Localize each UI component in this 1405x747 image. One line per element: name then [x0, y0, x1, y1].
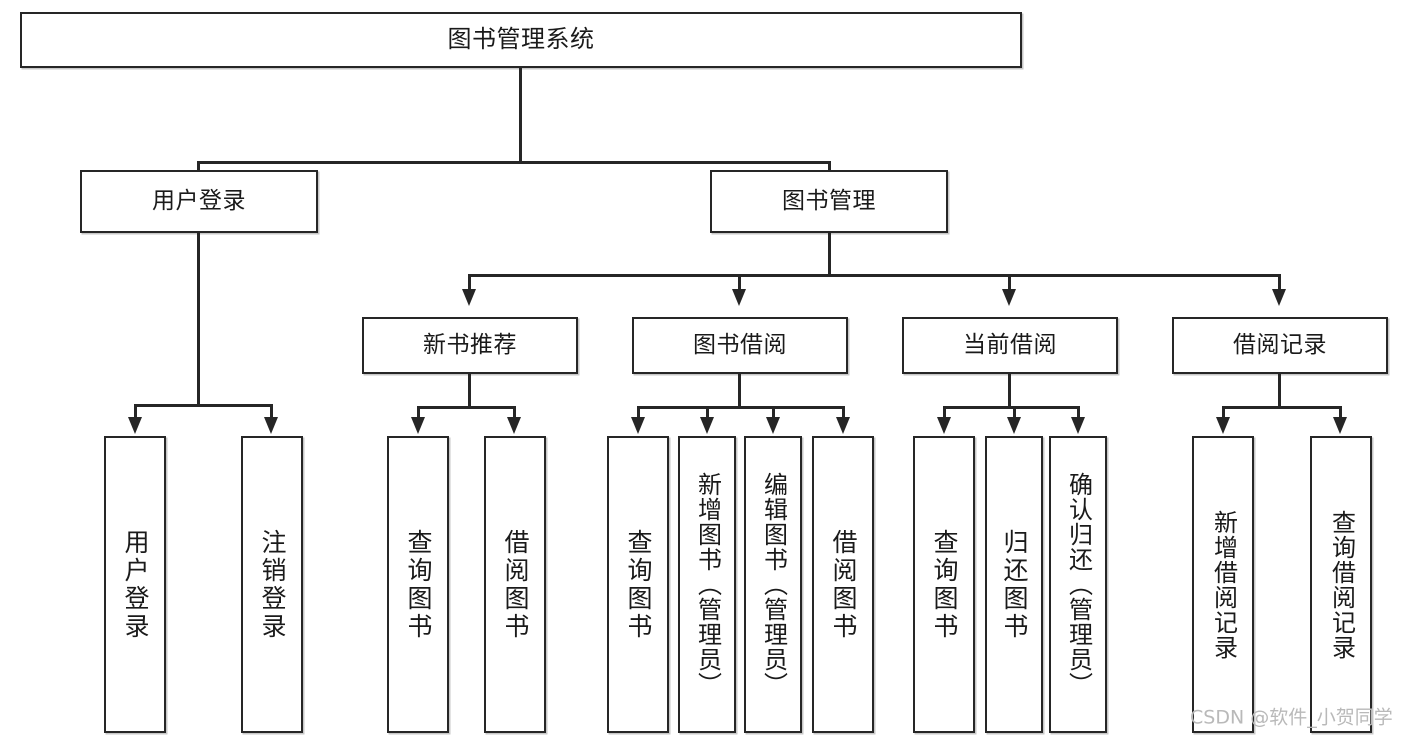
node-label: 当前借阅 — [963, 332, 1057, 359]
connector-current-borrow-stem — [1008, 374, 1011, 408]
connector-br-child2 — [1339, 406, 1342, 419]
node-user-login[interactable]: 用户登录 — [80, 170, 318, 233]
node-label: 借阅记录 — [1233, 332, 1327, 359]
node-new-book-recommend[interactable]: 新书推荐 — [362, 317, 578, 374]
connector-bb-child1 — [637, 406, 640, 419]
node-label: 新增借阅记录 — [1209, 509, 1238, 660]
connector-nbr-child1 — [417, 406, 420, 419]
node-label: 查询借阅记录 — [1327, 509, 1356, 660]
arrowhead-to-book-borrow — [732, 289, 746, 306]
arrowhead-bb-child2 — [700, 417, 714, 434]
connector-new-book-recommend-stem — [468, 374, 471, 408]
arrowhead-cb-child2 — [1007, 417, 1021, 434]
node-label: 查询图书 — [930, 528, 959, 641]
leaf-query-borrow-record[interactable]: 查询借阅记录 — [1310, 436, 1372, 733]
connector-level1-bus — [197, 161, 831, 164]
connector-br-child1 — [1222, 406, 1225, 419]
connector-bb-child3 — [772, 406, 775, 419]
node-label: 编辑图书（管理员） — [759, 472, 788, 697]
node-label: 用户登录 — [121, 528, 150, 641]
connector-new-book-recommend-bus — [417, 406, 515, 409]
arrowhead-user-login-child2 — [264, 417, 278, 434]
node-label: 归还图书 — [1000, 528, 1029, 641]
connector-user-login-child1 — [134, 404, 137, 419]
node-label: 借阅图书 — [829, 528, 858, 641]
arrowhead-bb-child1 — [631, 417, 645, 434]
node-label: 确认归还（管理员） — [1064, 472, 1093, 697]
connector-bb-child2 — [706, 406, 709, 419]
connector-book-borrow-stem — [738, 374, 741, 408]
connector-to-current-borrow — [1008, 274, 1011, 291]
node-label: 新增图书（管理员） — [693, 472, 722, 697]
connector-user-login-bus — [134, 404, 272, 407]
node-label: 查询图书 — [404, 528, 433, 641]
connector-root-stem — [519, 68, 522, 163]
connector-book-management-stem — [828, 233, 831, 276]
arrowhead-user-login-child1 — [128, 417, 142, 434]
connector-level2-bus — [468, 274, 1280, 277]
node-label: 图书管理系统 — [447, 25, 595, 54]
connector-user-login-stem — [197, 233, 200, 406]
leaf-confirm-return[interactable]: 确认归还（管理员） — [1049, 436, 1107, 733]
node-label: 借阅图书 — [501, 528, 530, 641]
node-book-management[interactable]: 图书管理 — [710, 170, 948, 233]
arrowhead-cb-child3 — [1071, 417, 1085, 434]
leaf-borrow-book-recommend[interactable]: 借阅图书 — [484, 436, 546, 733]
leaf-user-logout[interactable]: 注销登录 — [241, 436, 303, 733]
node-label: 图书管理 — [782, 188, 876, 215]
arrowhead-to-current-borrow — [1002, 289, 1016, 306]
leaf-query-book-borrow[interactable]: 查询图书 — [607, 436, 669, 733]
leaf-edit-book[interactable]: 编辑图书（管理员） — [744, 436, 802, 733]
connector-bb-child4 — [842, 406, 845, 419]
csdn-watermark: CSDN @软件_小贺同学 — [1190, 706, 1393, 729]
connector-user-login-child2 — [270, 404, 273, 419]
node-label: 新书推荐 — [423, 332, 517, 359]
leaf-user-login[interactable]: 用户登录 — [104, 436, 166, 733]
node-label: 图书借阅 — [693, 332, 787, 359]
connector-borrow-record-bus — [1222, 406, 1341, 409]
node-label: 用户登录 — [152, 188, 246, 215]
arrowhead-to-borrow-record — [1272, 289, 1286, 306]
connector-cb-child3 — [1077, 406, 1080, 419]
node-borrow-record[interactable]: 借阅记录 — [1172, 317, 1388, 374]
connector-nbr-child2 — [513, 406, 516, 419]
arrowhead-nbr-child1 — [411, 417, 425, 434]
connector-book-borrow-bus — [637, 406, 844, 409]
node-label: 查询图书 — [624, 528, 653, 641]
leaf-add-borrow-record[interactable]: 新增借阅记录 — [1192, 436, 1254, 733]
node-current-borrow[interactable]: 当前借阅 — [902, 317, 1118, 374]
arrowhead-br-child2 — [1333, 417, 1347, 434]
connector-to-book-borrow — [738, 274, 741, 291]
leaf-return-book[interactable]: 归还图书 — [985, 436, 1043, 733]
connector-cb-child2 — [1013, 406, 1016, 419]
connector-borrow-record-stem — [1278, 374, 1281, 408]
leaf-query-book-current[interactable]: 查询图书 — [913, 436, 975, 733]
node-label: 注销登录 — [258, 528, 287, 641]
arrowhead-bb-child4 — [836, 417, 850, 434]
connector-to-new-book-recommend — [468, 274, 471, 291]
arrowhead-cb-child1 — [937, 417, 951, 434]
leaf-add-book[interactable]: 新增图书（管理员） — [678, 436, 736, 733]
arrowhead-nbr-child2 — [507, 417, 521, 434]
connector-cb-child1 — [943, 406, 946, 419]
connector-current-borrow-bus — [943, 406, 1079, 409]
arrowhead-to-new-book-recommend — [462, 289, 476, 306]
connector-to-borrow-record — [1278, 274, 1281, 291]
node-book-borrow[interactable]: 图书借阅 — [632, 317, 848, 374]
arrowhead-br-child1 — [1216, 417, 1230, 434]
leaf-query-book-recommend[interactable]: 查询图书 — [387, 436, 449, 733]
node-root-book-management-system[interactable]: 图书管理系统 — [20, 12, 1022, 68]
arrowhead-bb-child3 — [766, 417, 780, 434]
leaf-borrow-book[interactable]: 借阅图书 — [812, 436, 874, 733]
